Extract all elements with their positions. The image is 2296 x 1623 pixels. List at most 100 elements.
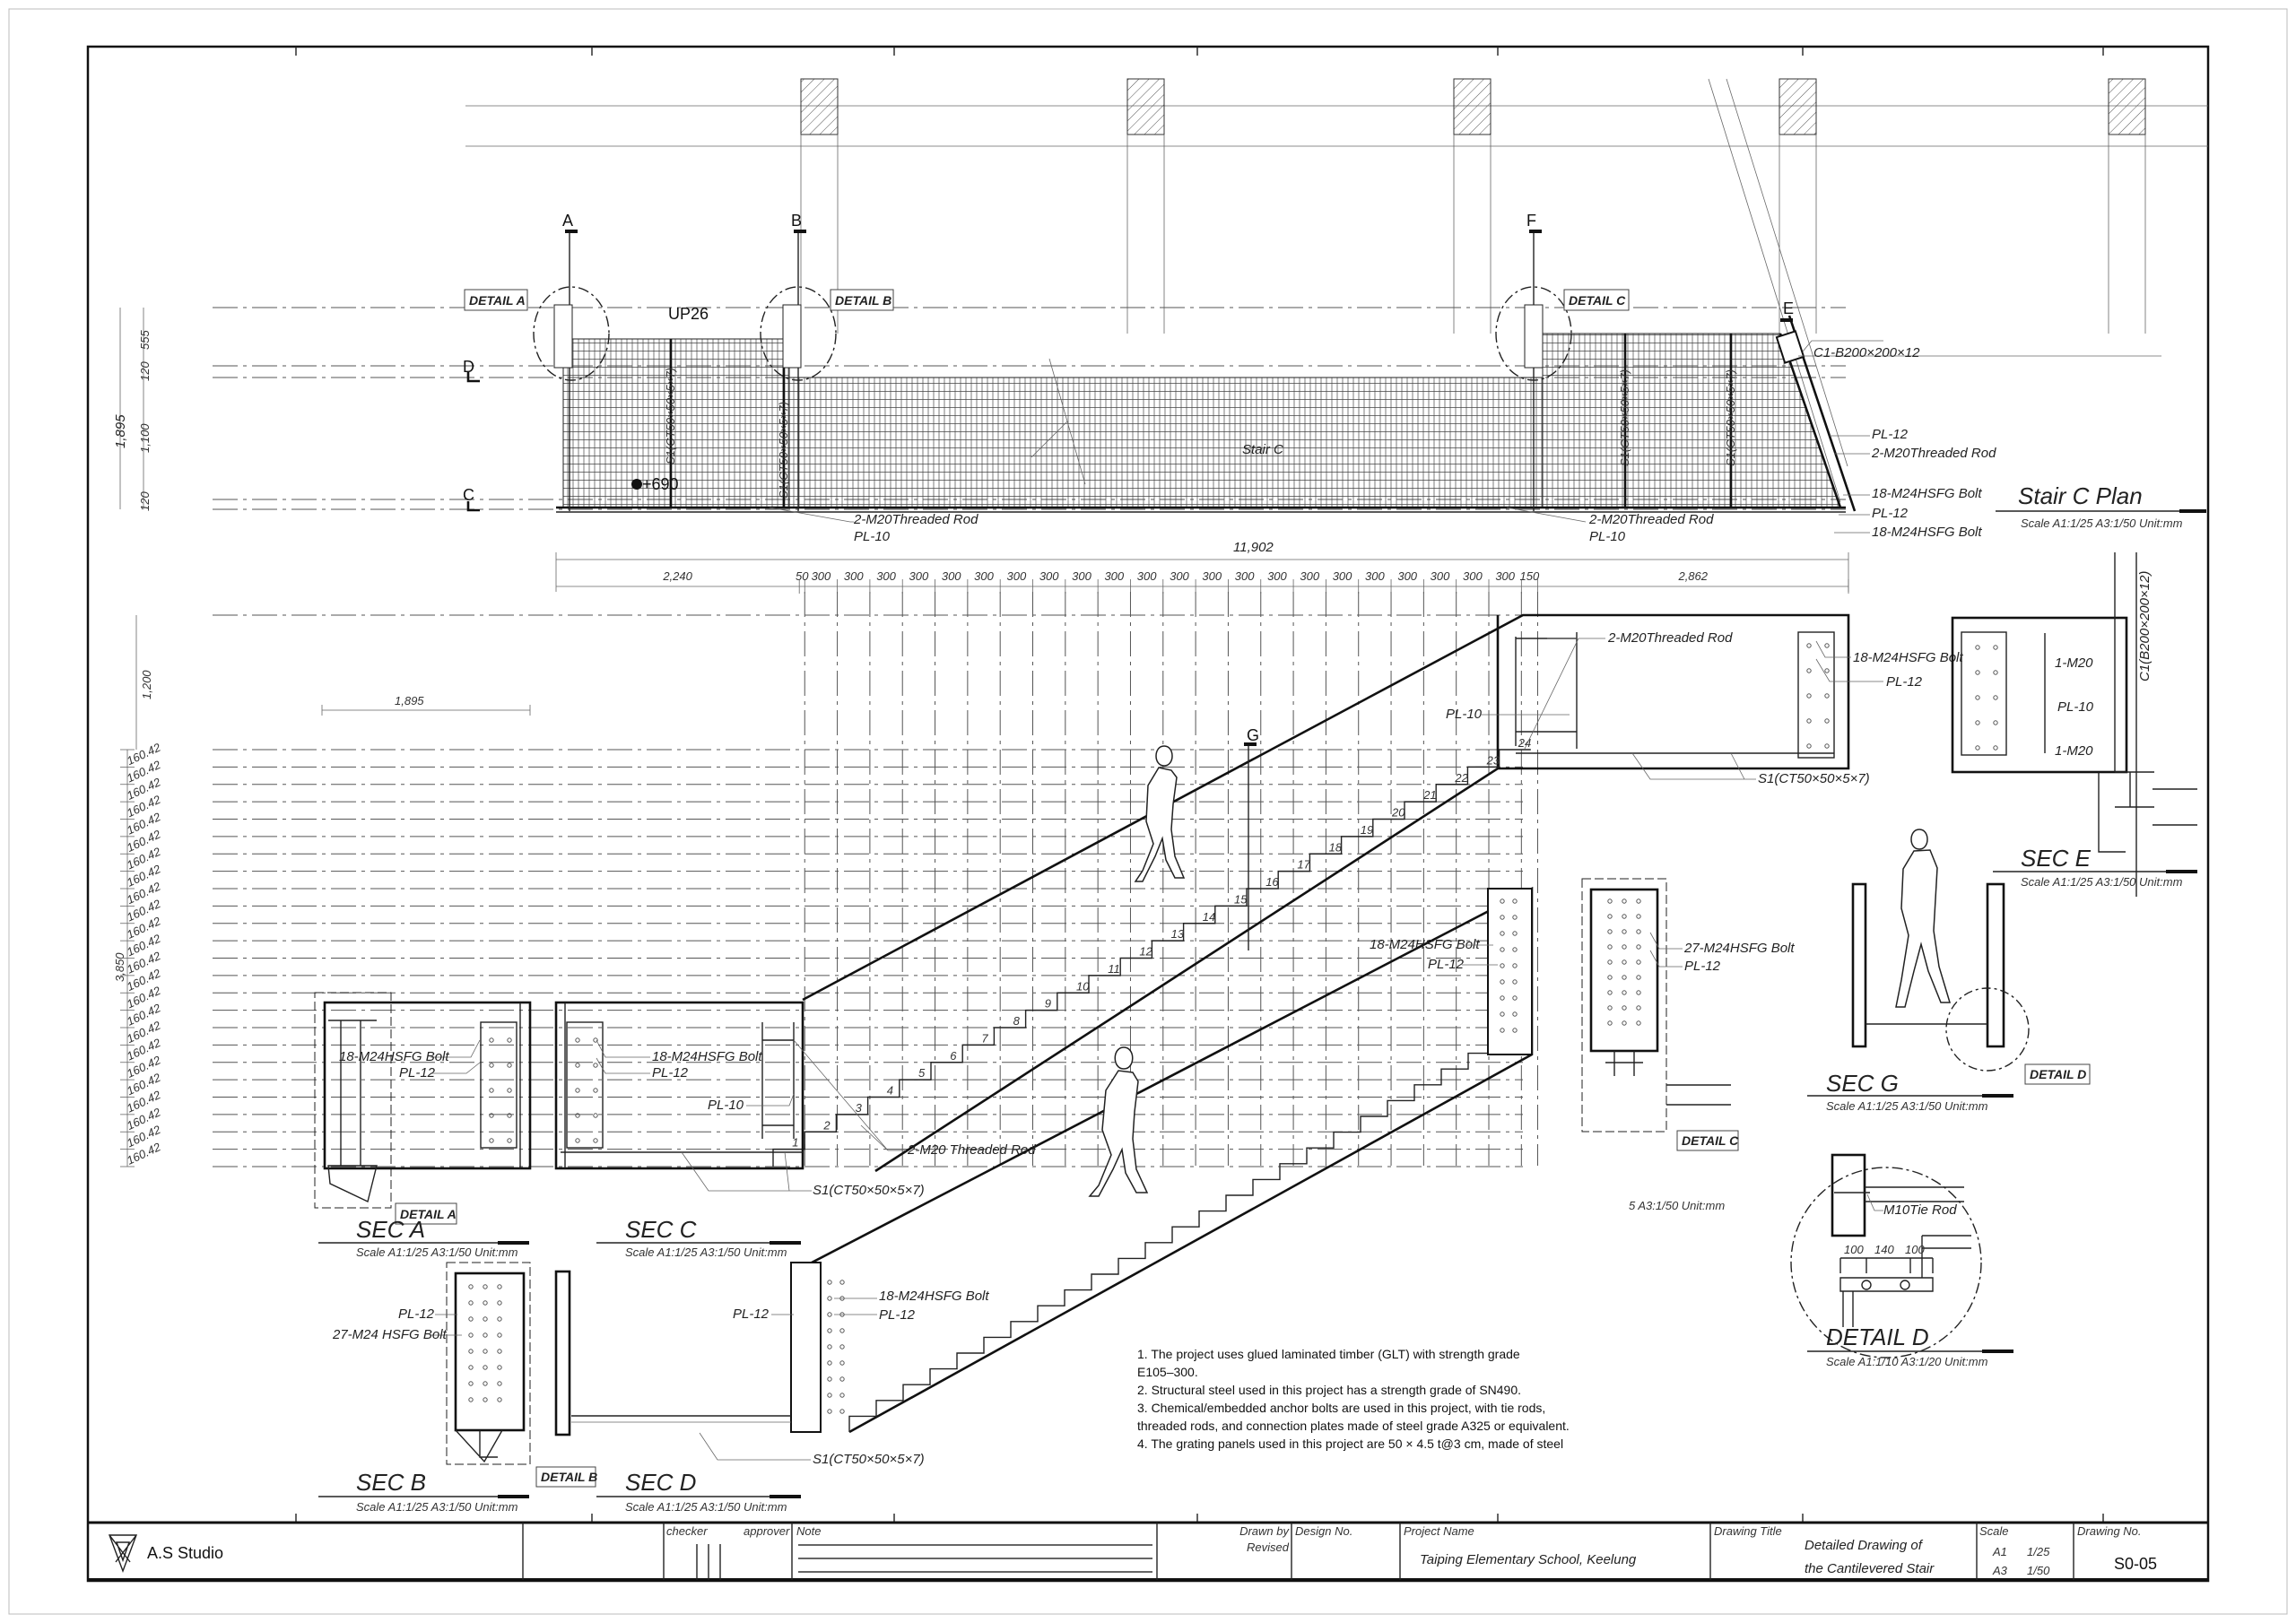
bolt-hole (827, 1280, 832, 1285)
plan-member-label: S1(CT50×50×5×7) (777, 402, 790, 499)
bolt-hole (1993, 645, 1998, 650)
bolt-hole (1607, 944, 1613, 950)
riser-dimensions: 160.42160.42160.42160.42160.42160.42160.… (120, 740, 163, 1167)
bolt-hole (827, 1376, 832, 1382)
detail-d-scale: Scale A1:1/10 A3:1/20 Unit:mm (1826, 1355, 1988, 1368)
drawing-title-label: Drawing Title (1714, 1524, 1782, 1538)
dim-segment: 300 (1431, 569, 1450, 583)
bolt-hole (1607, 990, 1613, 995)
bolt-hole (839, 1409, 845, 1414)
step-number: 24 (1518, 736, 1531, 750)
dim-segment: 150 (1520, 569, 1540, 583)
plate-label: PL-12 (1428, 957, 1465, 972)
bolt-hole (1622, 975, 1627, 980)
detail-b-tag-text: DETAIL B (541, 1470, 597, 1484)
column-hatch (1126, 78, 1165, 135)
bolt-label: 18-M24HSFG Bolt (1370, 937, 1480, 952)
plate-label: PL-12 (1684, 959, 1721, 974)
sec-a-title: SEC A (356, 1216, 425, 1243)
plan-dim: 555 (138, 330, 152, 350)
dim-segment: 300 (1039, 569, 1059, 583)
bolt-hole (468, 1300, 474, 1306)
bolt-hole (483, 1365, 488, 1370)
step-number: 18 (1329, 840, 1343, 854)
step-number: 1 (792, 1136, 798, 1150)
rod-label: 2-M20Threaded Rod (1607, 630, 1733, 646)
level-label: +690 (642, 475, 679, 493)
dim-segment: 300 (1137, 569, 1157, 583)
plan-title: Stair C Plan (2018, 482, 2143, 509)
dim-total: 11,902 (1233, 540, 1274, 555)
grating-panel-main (788, 377, 1544, 508)
plan-bolt-label: 18-M24HSFG Bolt (1872, 486, 1982, 501)
bolt-hole (468, 1284, 474, 1289)
bolt-hole (839, 1280, 845, 1285)
detail-b-tag[interactable] (830, 289, 894, 311)
bolt-hole (497, 1397, 502, 1402)
bolt-hole (1622, 1005, 1627, 1011)
scale-a1-value: 1/25 (2027, 1545, 2050, 1558)
drawn-by-label: Drawn by (1239, 1524, 1290, 1538)
note-label: Note (796, 1524, 821, 1538)
detail-d-dim: 100 (1844, 1243, 1864, 1256)
sec-c-title: SEC C (625, 1216, 697, 1243)
grid-line-markers (466, 230, 1793, 512)
member-label: S1(CT50×50×5×7) (813, 1452, 925, 1467)
bolt-label: 18-M24HSFG Bolt (879, 1289, 989, 1304)
plan-dim-total: 1,895 (113, 414, 128, 448)
plan-plate-label: PL-10 (1589, 529, 1626, 544)
plate-label: PL-12 (879, 1307, 916, 1323)
step-number: 2 (822, 1118, 831, 1132)
bolt-hole (468, 1381, 474, 1386)
detail-a-tag[interactable] (395, 1202, 457, 1225)
plan-dim: 1,100 (138, 423, 152, 453)
step-number: 9 (1045, 997, 1051, 1011)
dim-segment: 300 (1202, 569, 1222, 583)
detail-c-tag[interactable] (1563, 289, 1630, 311)
step-number: 14 (1203, 910, 1215, 924)
bolt-hole (593, 1138, 598, 1143)
bolt-hole (839, 1376, 845, 1382)
sec-d-scale: Scale A1:1/25 A3:1/50 Unit:mm (625, 1500, 787, 1514)
dim-segment: 300 (812, 569, 831, 583)
step-number: 12 (1139, 945, 1152, 959)
note-line: 1. The project uses glued laminated timb… (1137, 1347, 1520, 1361)
step-number: 16 (1265, 875, 1279, 889)
detail-b-tag[interactable] (535, 1466, 596, 1488)
person-silhouette-icon (1895, 829, 1952, 1008)
dim-segment: 300 (909, 569, 929, 583)
sec-a-scale: Scale A1:1/25 A3:1/50 Unit:mm (356, 1245, 518, 1259)
bolt-hole (827, 1328, 832, 1333)
dim-segment: 300 (1365, 569, 1385, 583)
plan-plate-label: PL-12 (1872, 427, 1909, 442)
bolt-hole (839, 1393, 845, 1398)
dim-segment: 50 (796, 569, 809, 583)
dim-segment: 300 (1235, 569, 1255, 583)
bolt-hole (1975, 745, 1980, 751)
section-a: 18-M24HSFG Bolt PL-12 DETAIL A SEC A Sca… (314, 992, 532, 1259)
bolt-hole (468, 1397, 474, 1402)
bolt-hole (1512, 931, 1518, 936)
bolt-hole (1636, 975, 1641, 980)
detail-c-tag[interactable] (1676, 1130, 1739, 1151)
sec-g-title: SEC G (1826, 1070, 1899, 1097)
person-silhouette-icon (1134, 745, 1186, 882)
grating-panel-left (562, 338, 790, 508)
drawing-no-label: Drawing No. (2077, 1524, 2142, 1538)
bolt-hole (1993, 745, 1998, 751)
person-silhouette-icon (1088, 1046, 1149, 1197)
bolt-hole (507, 1138, 512, 1143)
step-number: 19 (1361, 823, 1373, 837)
bolt-hole (489, 1113, 494, 1118)
bolt-hole (497, 1381, 502, 1386)
scale-a3-value: 1/50 (2027, 1564, 2050, 1577)
detail-d-tag[interactable] (2024, 1063, 2091, 1085)
plate-label: PL-10 (708, 1098, 744, 1113)
bolt-hole (827, 1393, 832, 1398)
bolt-hole (1512, 995, 1518, 1001)
dim-height-total: 3,850 (113, 952, 126, 982)
bolt-hole (468, 1332, 474, 1338)
detail-a-tag[interactable] (464, 289, 528, 311)
bolt-label: 27-M24HSFG Bolt (1683, 941, 1795, 956)
